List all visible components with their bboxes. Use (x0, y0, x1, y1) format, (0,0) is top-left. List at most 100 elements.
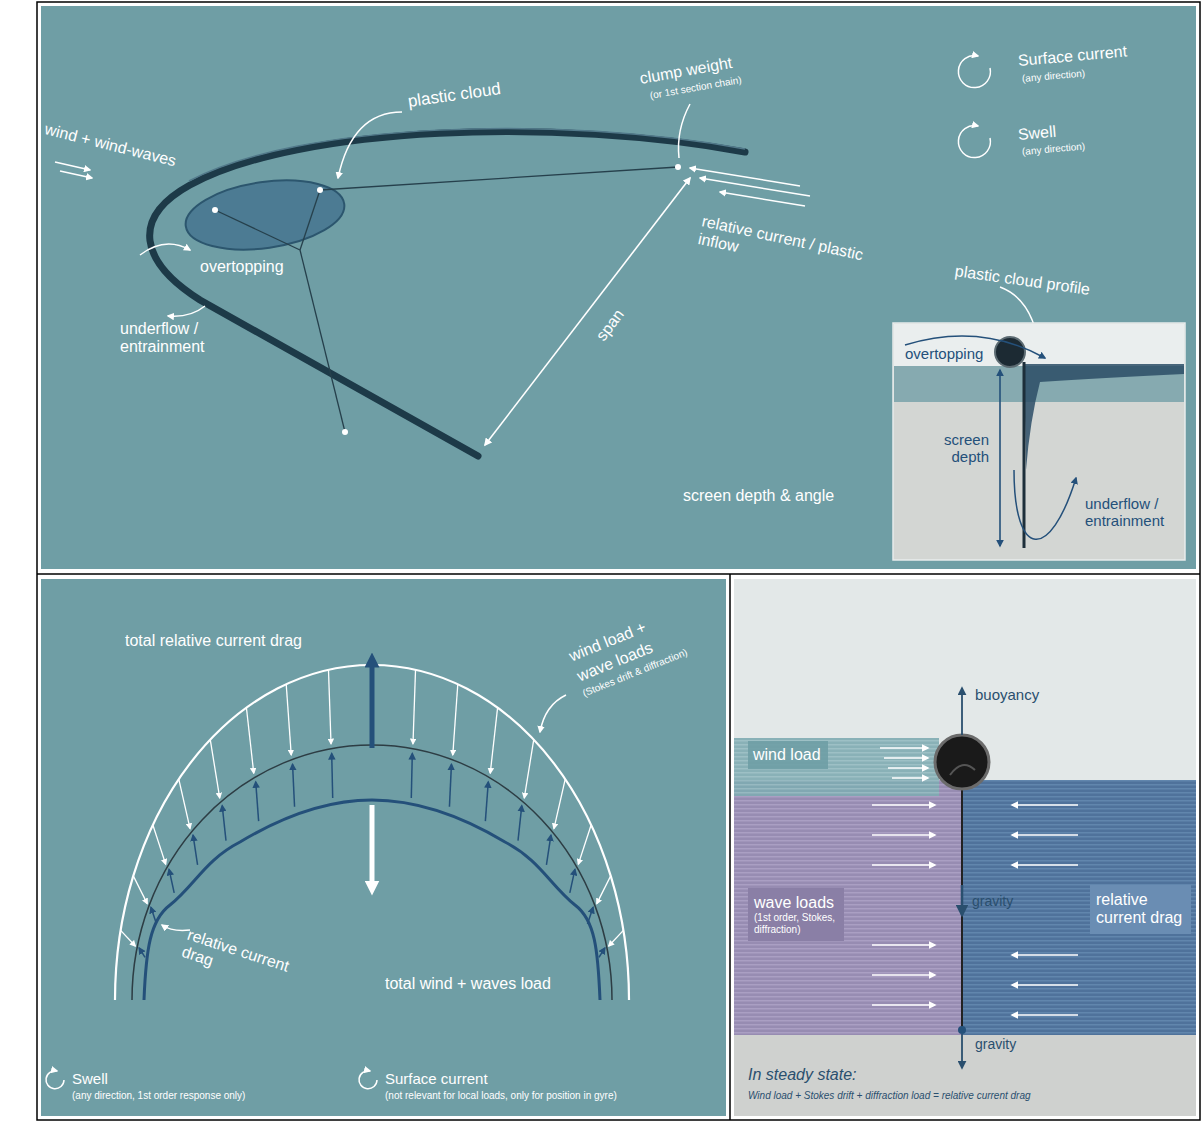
plan-view-panel (41, 579, 726, 1116)
force-arrows (872, 748, 1078, 1015)
load-arrow (246, 708, 253, 773)
drag-arrow (1012, 954, 1078, 956)
load-arrow (286, 684, 291, 755)
wind-arrow (892, 777, 928, 779)
wave-arrow (872, 974, 935, 976)
node-text: (1st order, Stokes, diffraction) (754, 912, 838, 935)
wind-arrow (880, 747, 928, 749)
node-text: underflow / entrainment (1085, 495, 1181, 530)
drag-arrow (139, 948, 145, 957)
load-arrow (328, 670, 331, 744)
total-drag-arrow (370, 660, 375, 748)
label: Swell (1017, 123, 1057, 145)
top-panel (41, 6, 1196, 569)
label: (not relevant for local loads, only for … (385, 1090, 617, 1102)
wind-arrow (888, 767, 928, 769)
total-load-arrow (370, 805, 375, 888)
label: gravity (972, 893, 1013, 909)
wave-arrow (872, 834, 935, 836)
drag-arrow (485, 782, 488, 821)
wave-arrow (872, 944, 935, 946)
load-arrow (554, 779, 565, 828)
label: total relative current drag (125, 632, 302, 650)
drag-arrow (332, 754, 333, 798)
label: In steady state: (748, 1066, 857, 1084)
drag-arrow (1012, 804, 1078, 806)
drag-arrow (599, 948, 605, 957)
label: underflow / entrainment (120, 320, 220, 357)
label: plastic cloud (407, 79, 502, 111)
wave-arrow (872, 1004, 935, 1006)
load-arrow (133, 876, 147, 904)
drag-arrow (518, 806, 522, 841)
drag-arrow (293, 764, 295, 806)
load-arrow (153, 825, 166, 864)
span-arrow (485, 178, 690, 445)
boom-highlight (189, 129, 745, 181)
label: Swell (72, 1070, 108, 1087)
drag-arrow (587, 907, 593, 924)
screen-boom (150, 132, 745, 456)
load-box: wind load (748, 741, 828, 769)
bridle-lines (215, 167, 678, 432)
screen (961, 788, 963, 1030)
load-arrow (179, 779, 190, 828)
drag-arrow (193, 835, 198, 865)
inset-cross-section (893, 323, 1185, 560)
wave-arrow (872, 864, 935, 866)
label: Surface current (1017, 43, 1128, 71)
load-arrow (609, 930, 624, 946)
plastic-cloud (181, 171, 349, 259)
drag-arrow (1012, 984, 1078, 986)
node-text: screen depth (935, 431, 989, 466)
load-box: relative current drag (1090, 885, 1191, 934)
wave-arrow (872, 804, 935, 806)
load-arrow (597, 876, 611, 904)
load-arrow (490, 708, 497, 773)
label: gravity (975, 1036, 1016, 1052)
load-arrow (210, 740, 219, 798)
label: (any direction, 1st order response only) (72, 1090, 245, 1102)
label: buoyancy (975, 686, 1039, 703)
rotation-icons (958, 56, 990, 158)
drag-arrow (449, 764, 451, 806)
label: overtopping (200, 258, 284, 276)
label: wind + wind-waves (43, 120, 178, 170)
label: Wind load + Stokes drift + diffraction l… (748, 1090, 1031, 1102)
drag-arrow (222, 806, 226, 841)
inset-panel: overtopping screen depth underflow / entra… (893, 323, 1185, 560)
node-text: overtopping (905, 345, 983, 362)
cloud-profile (1024, 364, 1184, 470)
load-arrow (413, 670, 416, 744)
label: total wind + waves load (385, 975, 551, 993)
node-text: relative current drag (1096, 891, 1185, 928)
drag-arrow (1012, 834, 1078, 836)
float-pipe (935, 735, 989, 789)
load-arrow (453, 684, 458, 755)
drag-arrow (169, 869, 174, 893)
drag-arrow (411, 754, 412, 798)
node-text: wind load (753, 746, 823, 764)
label: Surface current (385, 1070, 488, 1087)
label: screen depth & angle (683, 487, 834, 505)
label: plastic cloud profile (954, 262, 1091, 299)
load-arrow (578, 825, 591, 864)
drag-arrow (256, 782, 259, 821)
label: (any direction) (1021, 67, 1085, 84)
drag-arrow (151, 907, 157, 924)
label: span (593, 306, 629, 345)
anchor-dots (212, 164, 681, 435)
label: (any direction) (1021, 140, 1085, 157)
section-panel (734, 579, 1196, 1116)
load-box: wave loads(1st order, Stokes, diffractio… (748, 888, 844, 941)
label: relative current / plastic inflow (696, 212, 870, 283)
drag-arrow (1012, 864, 1078, 866)
drag-arrow (1012, 1014, 1078, 1016)
load-arrow (524, 740, 533, 798)
label: relative current drag (179, 926, 314, 1001)
node-text: wave loads (754, 894, 838, 912)
leaders (55, 104, 1040, 355)
drag-arrow (546, 835, 551, 865)
load-arrow (121, 930, 136, 946)
wind-arrow (884, 757, 928, 759)
